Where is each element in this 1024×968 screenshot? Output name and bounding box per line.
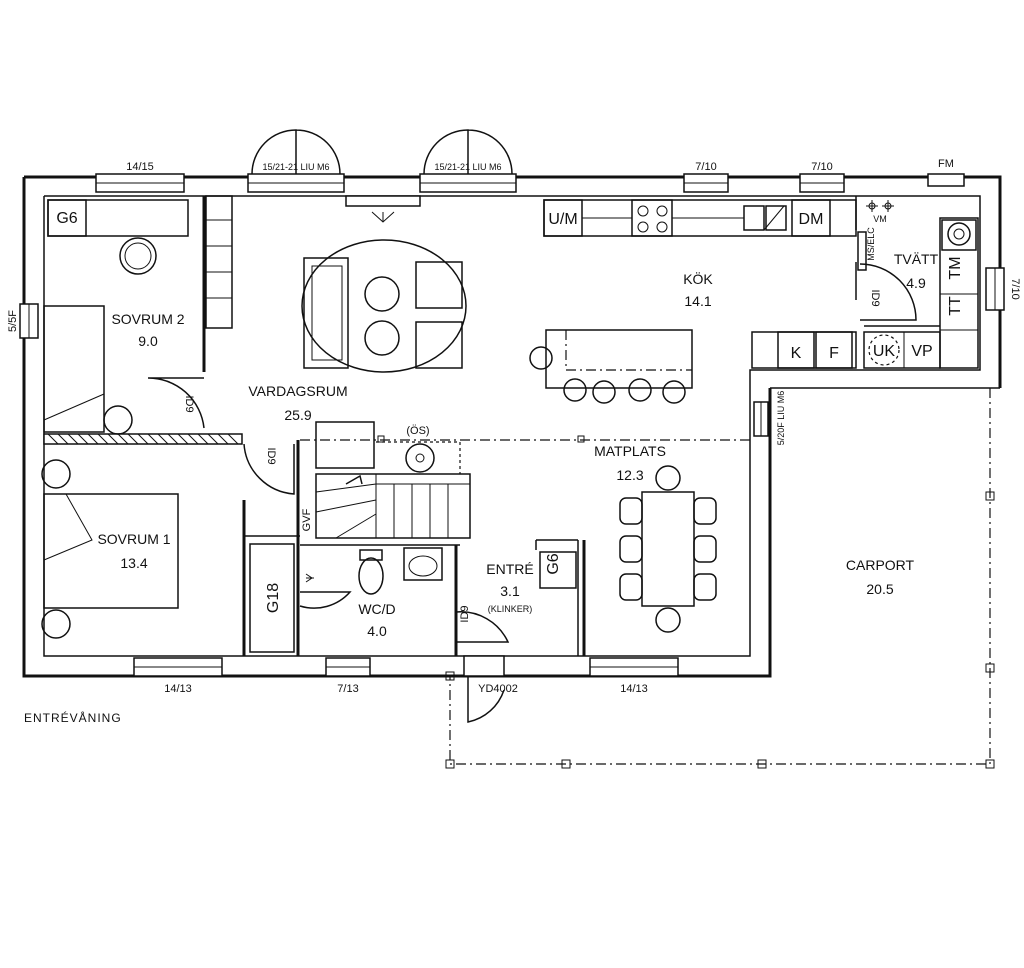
window-label-top-710-2: 7/10: [811, 161, 832, 173]
g18-label: G18: [265, 583, 282, 613]
sovrum1-furniture: [41, 443, 295, 653]
window-label-top-710-1: 7/10: [695, 161, 716, 173]
window-label-top-liu-1: 15/21-21 LIU M6: [262, 162, 329, 172]
carport-outline: [445, 388, 995, 769]
matplats-furniture: [619, 465, 717, 633]
tvatt-furniture: [857, 200, 979, 369]
carport-name: CARPORT: [846, 557, 915, 573]
g6-entre-label: G6: [545, 553, 562, 574]
side-windows: 5/5F 7/10 5/20F LIU M6: [7, 267, 1021, 446]
g6-entre-box: [539, 551, 577, 589]
k-label: K: [791, 345, 802, 362]
window-label-right-710: 7/10: [1009, 278, 1021, 299]
entre-name: ENTRÉ: [486, 561, 533, 577]
vp-label: VP: [911, 343, 932, 360]
window-label-left-55f: 5/5F: [7, 310, 19, 332]
window-label-bot-713: 7/13: [337, 683, 358, 695]
sovrum2-furniture: G6: [43, 199, 205, 435]
f-label: F: [829, 345, 839, 362]
door-label-yd4002: YD4002: [478, 683, 518, 695]
vardagsrum-name: VARDAGSRUM: [248, 383, 347, 399]
kok-name: KÖK: [683, 270, 713, 287]
tm-label: TM: [947, 256, 964, 279]
tvatt-name: TVÄTT: [894, 251, 939, 267]
sovrum2-area: 9.0: [138, 333, 158, 349]
door-label-id9-tvatt: ID9: [869, 289, 881, 306]
vardagsrum-area: 25.9: [284, 407, 311, 423]
entre-note: (KLINKER): [488, 604, 533, 614]
outer-walls: [22, 175, 1002, 678]
door-label-id9-wc: ID9: [459, 605, 471, 622]
wcd-name: WC/D: [358, 601, 395, 617]
window-label-top-liu-2: 15/21-21 LIU M6: [434, 162, 501, 172]
dm-label: DM: [799, 211, 824, 228]
window-label-bot-1413-1: 14/13: [164, 683, 192, 695]
wcd-area: 4.0: [367, 623, 387, 639]
um-label: U/M: [548, 211, 577, 228]
window-label-bot-1413-2: 14/13: [620, 683, 648, 695]
window-label-top-1415: 14/15: [126, 161, 154, 173]
uk-label: UK: [873, 343, 896, 360]
top-windows: 14/15 15/21-21 LIU M6 15/21-21 LIU M6 7/…: [95, 129, 965, 223]
vm-label: VM: [873, 214, 887, 224]
mselc-label: MS/ELC: [866, 227, 876, 261]
sovrum1-name: SOVRUM 1: [97, 531, 170, 547]
g6-sovrum2-label: G6: [56, 210, 77, 227]
door-label-id9-sovrum1: ID9: [265, 447, 277, 464]
entre-area: 3.1: [500, 583, 520, 599]
matplats-name: MATPLATS: [594, 443, 666, 459]
door-label-id9-sovrum2: ID9: [183, 395, 195, 412]
bottom-windows: 14/13 7/13 YD4002 14/13: [133, 655, 679, 723]
sovrum2-name: SOVRUM 2: [111, 311, 184, 327]
tt-label: TT: [947, 296, 964, 316]
matplats-area: 12.3: [616, 467, 643, 483]
os-label: (ÖS): [406, 425, 429, 437]
window-label-side-520: 5/20F LIU M6: [776, 391, 786, 446]
stairs: [315, 421, 471, 539]
tvatt-area: 4.9: [906, 275, 926, 291]
kok-area: 14.1: [684, 293, 711, 309]
interior-walls: [43, 196, 940, 656]
floor-label: ENTRÉVÅNING: [24, 710, 122, 725]
kok-furniture: [300, 199, 857, 443]
fm-label: FM: [938, 158, 954, 170]
gvf-label: GVF: [301, 508, 313, 531]
sovrum1-area: 13.4: [120, 555, 147, 571]
vardagsrum-furniture: [205, 195, 467, 373]
wcd-furniture: [299, 547, 510, 643]
carport-area: 20.5: [866, 581, 893, 597]
